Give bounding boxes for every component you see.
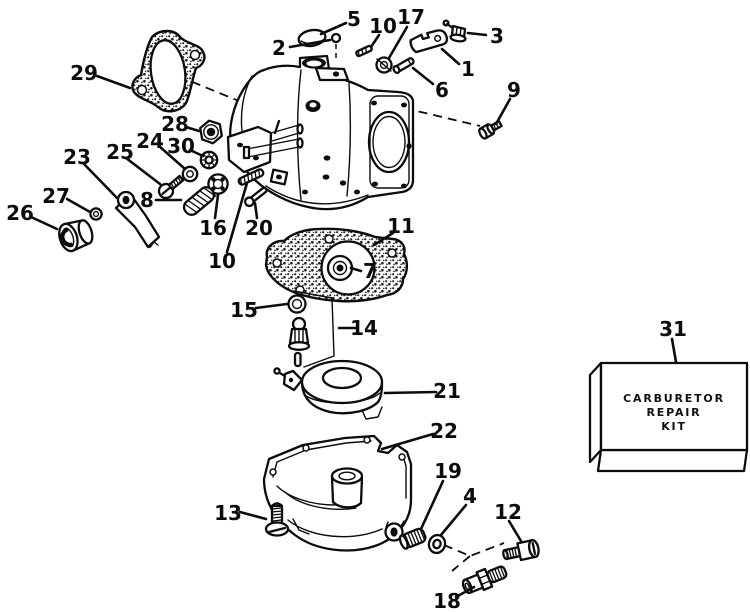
leader-line-19: [419, 479, 445, 531]
part-16-retainer-icon: [207, 173, 229, 195]
callout-20: 20: [245, 216, 273, 240]
part-14-needle-seat-icon: [287, 316, 311, 368]
callout-5: 5: [347, 7, 361, 31]
callout-22: 22: [430, 419, 458, 443]
part-28-nut-icon: [199, 119, 223, 145]
leader-line-31: [670, 337, 678, 364]
part-15-ring-icon: [287, 294, 307, 314]
leader-line-20: [253, 201, 259, 220]
part-19-plug-icon: [398, 527, 427, 550]
part-8-spring-icon: [182, 186, 217, 216]
leader-line-27: [65, 197, 92, 214]
callout-12: 12: [494, 500, 522, 524]
part-10-pin-lower-icon: [237, 168, 265, 186]
repair-kit-box: CARBURETOR REPAIR KIT: [588, 361, 749, 473]
part-24-washer-icon: [181, 165, 199, 183]
kit-box-line-3: KIT: [661, 420, 687, 433]
part-22-float-bowl-icon: [262, 434, 413, 552]
part-29-mount-gasket-icon: [131, 29, 206, 113]
callout-28: 28: [161, 112, 189, 136]
leader-line-17: [387, 25, 409, 60]
part-25-screw-icon: [157, 174, 185, 200]
part-26-roller-icon: [58, 219, 94, 253]
callout-1: 1: [461, 57, 475, 81]
callout-15: 15: [230, 298, 258, 322]
leader-line-10: [225, 181, 249, 254]
leader-line-12: [507, 519, 523, 543]
assembly-axis-lines: [177, 44, 505, 572]
callout-4: 4: [463, 484, 477, 508]
leader-line-18: [454, 585, 476, 599]
part-2-ball-icon: [330, 32, 342, 44]
leader-line-6: [411, 66, 435, 86]
leader-line-1: [440, 47, 461, 66]
callout-14: 14: [350, 316, 378, 340]
part-4-washer-icon: [427, 533, 447, 555]
leader-line-26: [29, 215, 59, 231]
callout-29: 29: [70, 61, 98, 85]
kit-box-line-2: REPAIR: [647, 406, 702, 419]
leader-line-28: [184, 125, 201, 133]
leader-line-16: [213, 193, 220, 220]
callout-18: 18: [433, 589, 461, 612]
leader-line-3: [466, 31, 488, 37]
callout-7: 7: [363, 259, 377, 283]
leader-line-23: [82, 162, 119, 200]
leader-line-30: [188, 148, 205, 158]
bracket-14: [293, 290, 335, 368]
kit-box-line-1: CARBURETOR: [623, 392, 725, 405]
callout-6: 6: [435, 78, 449, 102]
part-27-ring-icon: [89, 207, 103, 221]
callout-21: 21: [433, 379, 461, 403]
leader-line-5: [319, 21, 348, 36]
part-main-body-icon: [226, 54, 415, 211]
callout-8: 8: [140, 188, 154, 212]
callout-23: 23: [63, 145, 91, 169]
leader-line-7: [349, 266, 363, 273]
callout-10: 10: [369, 14, 397, 38]
callout-26: 26: [6, 201, 34, 225]
part-30-lockwasher-icon: [199, 150, 219, 170]
callout-10: 10: [208, 249, 236, 273]
callout-11: 11: [387, 214, 415, 238]
callout-27: 27: [42, 184, 70, 208]
callout-16: 16: [199, 216, 227, 240]
part-6-pin-icon: [392, 57, 415, 75]
part-12-screw-icon: [502, 539, 540, 562]
callout-2: 2: [272, 36, 286, 60]
leader-line-13: [238, 510, 268, 521]
leader-line-11: [372, 231, 395, 247]
callout-24: 24: [136, 129, 164, 153]
leader-line-15: [254, 302, 289, 310]
part-9-screw-icon: [478, 119, 503, 140]
part-7-drain-disc-icon: [326, 254, 354, 282]
part-3-screw-icon: [442, 19, 467, 43]
callout-13: 13: [214, 501, 242, 525]
callout-9: 9: [507, 78, 521, 102]
leader-line-9: [494, 97, 512, 126]
leader-line-24: [157, 144, 187, 171]
leader-line-25: [124, 156, 162, 186]
part-20-pin-icon: [243, 186, 268, 208]
leader-line-22: [380, 432, 435, 451]
leader-line-29: [95, 74, 132, 90]
callout-25: 25: [106, 140, 134, 164]
part-21-float-icon: [273, 359, 384, 420]
callout-31: 31: [659, 317, 687, 341]
part-13-screw-icon: [264, 502, 290, 537]
leader-line-21: [383, 390, 438, 395]
leader-line-2: [288, 38, 332, 49]
part-17-washer-icon: [375, 56, 393, 74]
part-23-cam-follower-icon: [114, 190, 161, 249]
callout-19: 19: [434, 459, 462, 483]
leader-line-10: [369, 33, 381, 49]
callout-30: 30: [167, 134, 195, 158]
callout-17: 17: [397, 5, 425, 29]
part-1-link-icon: [409, 29, 449, 54]
callout-3: 3: [490, 24, 504, 48]
leader-line-4: [439, 503, 468, 537]
